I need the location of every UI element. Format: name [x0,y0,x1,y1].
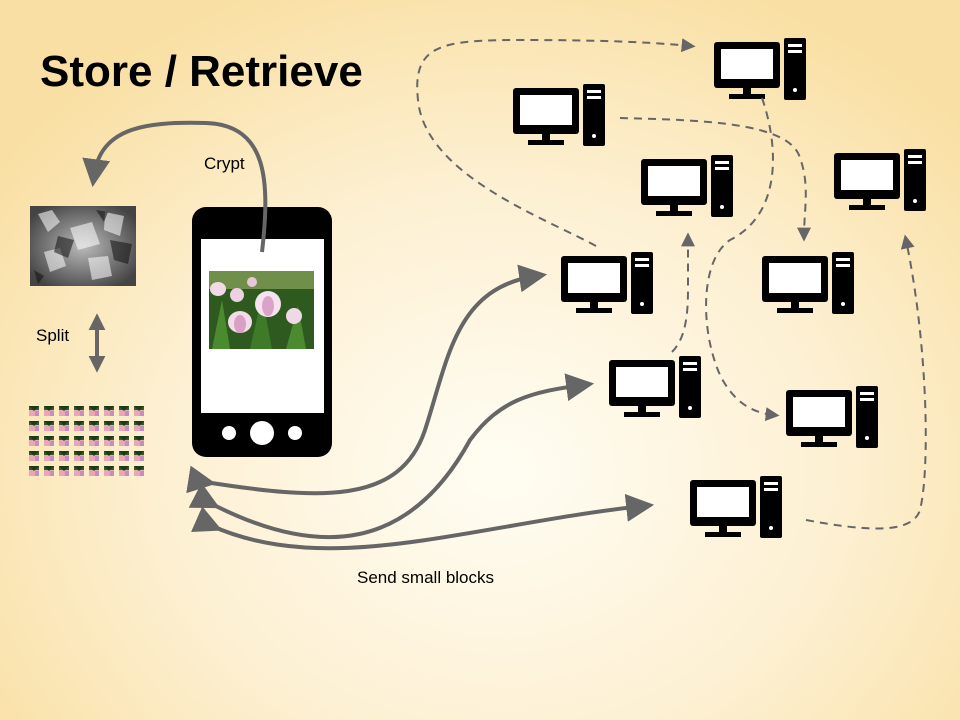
image-block [134,451,144,461]
send-arrow-3 [190,493,655,551]
image-block [59,436,69,446]
image-block [74,436,84,446]
computer-icon-1 [714,38,806,100]
image-block [104,436,114,446]
computer-icon-8 [786,386,878,448]
send-blocks-label: Send small blocks [357,568,494,587]
image-block [104,421,114,431]
tulip-photo-icon [209,271,314,349]
image-block [89,466,99,476]
send-arrows [186,264,655,551]
image-block [59,466,69,476]
image-block [29,466,39,476]
image-block [134,421,144,431]
image-block [29,421,39,431]
image-block [119,406,129,416]
image-block [89,451,99,461]
image-block [119,451,129,461]
image-block [89,436,99,446]
image-block [119,466,129,476]
image-block [74,466,84,476]
image-block [74,451,84,461]
image-block [29,406,39,416]
dashed-arrow-4 [671,232,695,353]
image-block [44,421,54,431]
computer-icon-7 [609,356,701,418]
image-block [89,421,99,431]
image-block [59,451,69,461]
crypt-arrow [82,120,268,253]
image-block [44,451,54,461]
send-arrow-2 [188,373,595,540]
replication-links [416,38,927,530]
image-block [29,451,39,461]
image-blocks-grid-icon [29,406,144,476]
image-block [104,451,114,461]
image-block [134,406,144,416]
image-block [134,436,144,446]
image-block [89,406,99,416]
image-block [104,406,114,416]
dashed-arrow-5 [805,234,927,530]
image-block [104,466,114,476]
computer-icon-4 [834,149,926,211]
image-block [119,421,129,431]
computer-icon-3 [641,155,733,217]
image-block [74,406,84,416]
dashed-arrow-1 [416,38,696,247]
image-block [44,436,54,446]
image-block [29,436,39,446]
crypt-label: Crypt [204,154,245,173]
dashed-arrow-3 [705,97,780,422]
image-block [59,406,69,416]
image-block [119,436,129,446]
encrypted-image-icon [30,206,136,286]
dashed-arrow-2 [619,117,812,242]
split-label: Split [36,326,69,345]
computer-icon-5 [561,252,653,314]
image-block [134,466,144,476]
computer-icon-9 [690,476,782,538]
image-block [44,466,54,476]
computer-icon-6 [762,252,854,314]
slide-title: Store / Retrieve [40,47,363,96]
computer-icon-2 [513,84,605,146]
image-block [74,421,84,431]
image-block [59,421,69,431]
image-block [44,406,54,416]
